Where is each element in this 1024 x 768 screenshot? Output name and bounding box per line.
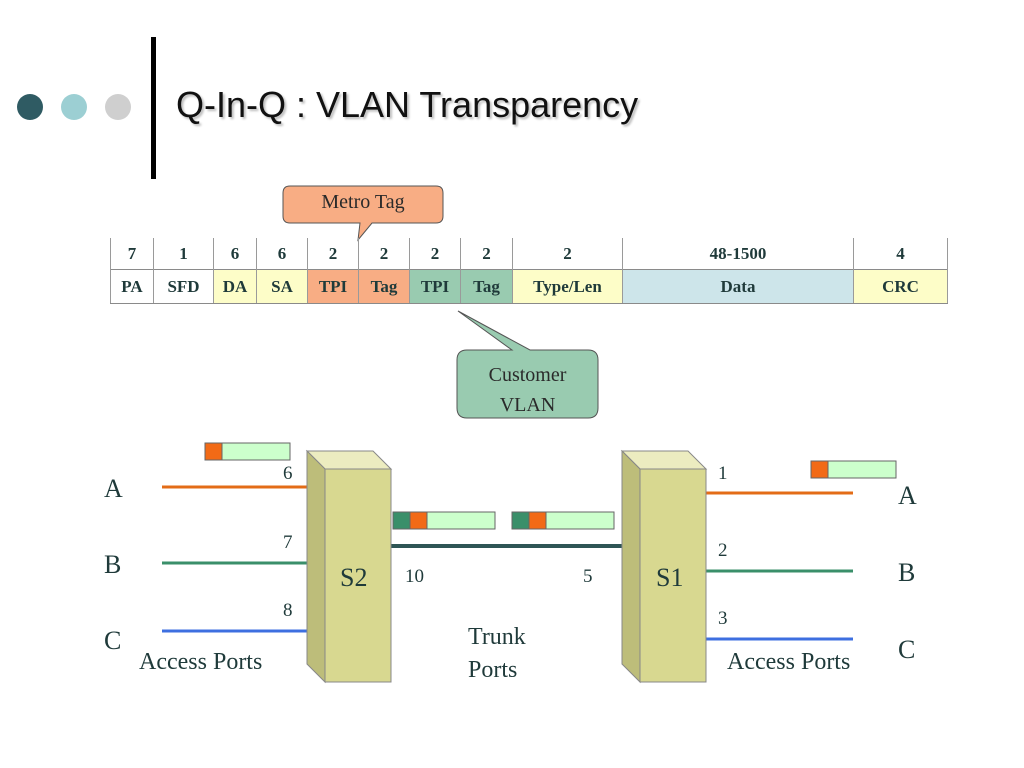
- field-length: 1: [153, 238, 214, 270]
- packet-right-access: [810, 460, 897, 479]
- packet-trunk-left: [392, 511, 496, 530]
- customer-vlan-callout: [456, 310, 599, 419]
- host-right-c: C: [898, 635, 916, 664]
- s2-port-6: 6: [283, 463, 293, 484]
- s1-port-3: 3: [718, 608, 728, 629]
- host-left-b: B: [104, 550, 122, 579]
- s1-trunk-port: 5: [583, 566, 593, 587]
- field-da: DA: [213, 269, 257, 304]
- field-customer-tpi: TPI: [409, 269, 461, 304]
- s2-port-7: 7: [283, 532, 293, 553]
- frame-format-table: 7 1 6 6 2 2 2 2 2 48-1500 4 PA SFD DA SA…: [110, 238, 948, 304]
- field-sfd: SFD: [153, 269, 214, 304]
- field-customer-tag: Tag: [460, 269, 513, 304]
- packet-left-access: [204, 442, 291, 461]
- field-name-row: PA SFD DA SA TPI Tag TPI Tag Type/Len Da…: [110, 269, 948, 304]
- title-divider: [151, 37, 156, 179]
- host-right-b: B: [898, 558, 916, 587]
- header-dot-teal: [61, 94, 87, 120]
- metro-tag-callout: [282, 185, 444, 242]
- field-length: 2: [307, 238, 359, 270]
- metro-tag-label: Metro Tag: [321, 191, 405, 213]
- s2-trunk-port: 10: [405, 566, 424, 587]
- field-metro-tpi: TPI: [307, 269, 359, 304]
- field-data: Data: [622, 269, 854, 304]
- trunk-ports-label-line2: Ports: [468, 657, 518, 683]
- switch-s1-label: S1: [656, 563, 684, 592]
- page-title: Q-In-Q : VLAN Transparency: [176, 84, 639, 125]
- s1-port-1: 1: [718, 463, 728, 484]
- field-length: 7: [110, 238, 154, 270]
- field-sa: SA: [256, 269, 308, 304]
- access-ports-right-label: Access Ports: [727, 649, 851, 675]
- host-right-a: A: [898, 481, 917, 510]
- host-left-c: C: [104, 626, 122, 655]
- field-length: 2: [409, 238, 461, 270]
- switch-s2-label: S2: [340, 563, 368, 592]
- s1-port-2: 2: [718, 540, 728, 561]
- customer-vlan-label-line2: VLAN: [499, 394, 556, 416]
- header-dot-dark: [17, 94, 43, 120]
- field-length: 4: [853, 238, 948, 270]
- s2-port-8: 8: [283, 600, 293, 621]
- trunk-ports-label-line1: Trunk: [468, 624, 526, 650]
- field-length: 2: [358, 238, 410, 270]
- packet-trunk-right: [511, 511, 615, 530]
- host-left-a: A: [104, 474, 123, 503]
- field-crc: CRC: [853, 269, 948, 304]
- switch-s1-shape: [620, 449, 708, 684]
- field-length: 48-1500: [622, 238, 854, 270]
- switch-s2-shape: [305, 449, 393, 684]
- field-length: 2: [512, 238, 623, 270]
- header-dot-gray: [105, 94, 131, 120]
- customer-vlan-label-line1: Customer: [488, 364, 567, 386]
- field-length-row: 7 1 6 6 2 2 2 2 2 48-1500 4: [110, 238, 948, 270]
- access-ports-left-label: Access Ports: [139, 649, 263, 675]
- field-length: 6: [213, 238, 257, 270]
- field-metro-tag: Tag: [358, 269, 410, 304]
